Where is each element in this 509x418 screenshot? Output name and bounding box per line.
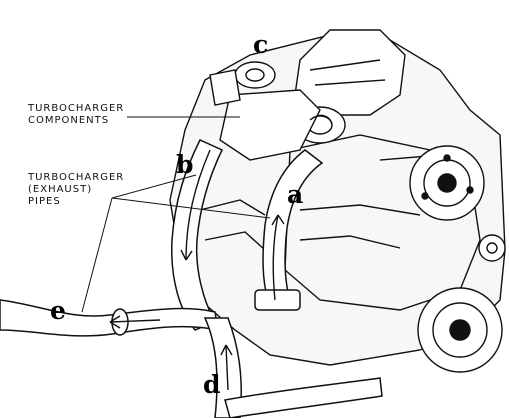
marker-a: a	[287, 180, 304, 209]
callout-turbocharger-pipes: TURBOCHARGER (EXHAUST) PIPES	[28, 172, 124, 208]
accessory-pulley	[478, 234, 506, 262]
exhaust-pipe-right	[254, 149, 324, 311]
callout-line: PIPES	[28, 196, 61, 207]
callout-line: (EXHAUST)	[28, 184, 93, 195]
callout-line: TURBOCHARGER	[28, 172, 125, 183]
harmonic-balancer	[417, 287, 503, 373]
turbo-assembly	[209, 29, 406, 161]
marker-d: d	[203, 370, 221, 399]
callout-line: TURBOCHARGER	[28, 103, 125, 114]
front-pulley	[409, 145, 485, 221]
leader-lines	[81, 116, 271, 313]
marker-c: c	[253, 30, 269, 59]
marker-e: e	[50, 296, 66, 325]
flow-arrows	[109, 114, 333, 391]
callout-line: COMPONENTS	[28, 115, 110, 126]
exhaust-pipe-lower	[203, 317, 383, 418]
callout-turbocharger-components: TURBOCHARGER COMPONENTS	[28, 103, 124, 127]
marker-b: b	[176, 150, 194, 179]
